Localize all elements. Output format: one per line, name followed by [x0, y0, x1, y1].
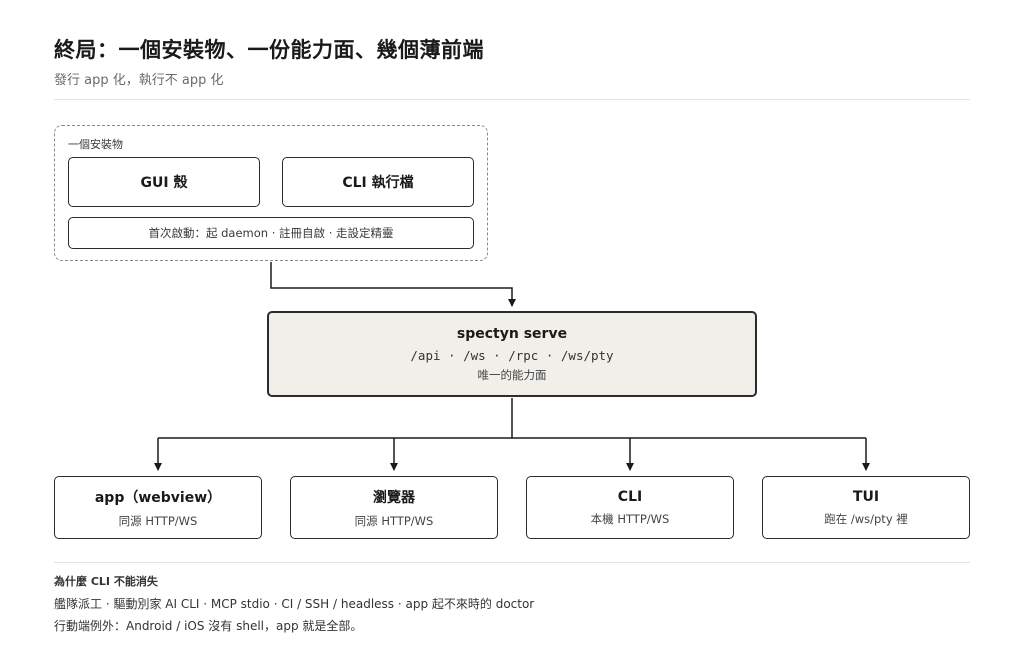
installer-to-server-arrow: [270, 262, 516, 307]
server-description: 唯一的能力面: [477, 367, 547, 382]
client-cli-transport: 本機 HTTP/WS: [590, 511, 670, 526]
notes-divider: [54, 562, 970, 563]
client-browser-box: 瀏覽器 同源 HTTP/WS: [290, 476, 498, 539]
page-title: 終局：一個安裝物、一份能力面、幾個薄前端: [54, 38, 484, 62]
first-launch-label: 首次啟動：起 daemon · 註冊自啟 · 走設定精靈: [148, 226, 394, 240]
first-launch-box: 首次啟動：起 daemon · 註冊自啟 · 走設定精靈: [68, 217, 474, 249]
client-app-box: app（webview） 同源 HTTP/WS: [54, 476, 262, 539]
gui-shell-box: GUI 殼: [68, 157, 260, 207]
server-box: spectyn serve /api · /ws · /rpc · /ws/pt…: [267, 311, 757, 397]
client-tui-name: TUI: [852, 488, 880, 505]
header-divider: [54, 99, 970, 100]
gui-shell-label: GUI 殼: [140, 175, 188, 191]
client-browser-name: 瀏覽器: [373, 489, 415, 506]
server-name: spectyn serve: [456, 325, 568, 342]
client-app-transport: 同源 HTTP/WS: [118, 513, 198, 528]
notes-line-2: 行動端例外：Android / iOS 沒有 shell，app 就是全部。: [54, 619, 363, 633]
server-endpoints: /api · /ws · /rpc · /ws/pty: [410, 347, 614, 363]
cli-binary-box: CLI 執行檔: [282, 157, 474, 207]
cli-binary-label: CLI 執行檔: [342, 175, 414, 191]
notes-line-1: 艦隊派工 · 驅動別家 AI CLI · MCP stdio · CI / SS…: [54, 597, 535, 611]
page-subtitle: 發行 app 化，執行不 app 化: [54, 73, 224, 88]
installer-group-label: 一個安裝物: [68, 138, 123, 151]
client-tui-transport: 跑在 /ws/pty 裡: [824, 511, 908, 526]
installer-group: [54, 125, 488, 261]
notes-title: 為什麼 CLI 不能消失: [54, 575, 158, 588]
client-tui-box: TUI 跑在 /ws/pty 裡: [762, 476, 970, 539]
client-cli-name: CLI: [617, 488, 643, 505]
client-browser-transport: 同源 HTTP/WS: [354, 513, 434, 528]
client-cli-box: CLI 本機 HTTP/WS: [526, 476, 734, 539]
client-app-name: app（webview）: [94, 489, 222, 506]
